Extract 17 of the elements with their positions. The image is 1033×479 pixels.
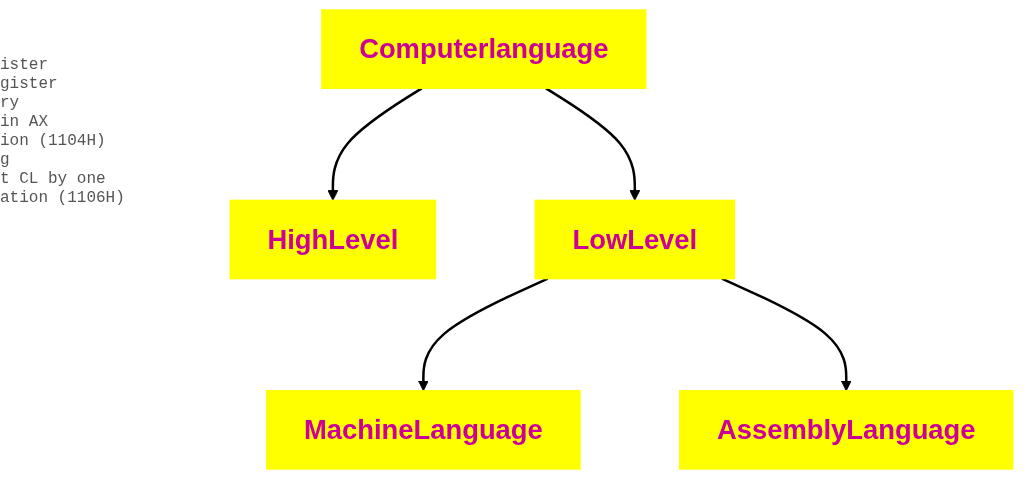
node-box: Computerlanguage: [321, 9, 647, 89]
node-box: HighLevel: [229, 199, 437, 280]
code-line: ry: [0, 94, 20, 113]
code-line: ister: [0, 56, 48, 75]
code-line: gister: [0, 75, 58, 94]
code-line: t CL by one: [0, 170, 106, 189]
node-box: MachineLanguage: [266, 390, 581, 470]
node-box: LowLevel: [534, 199, 736, 280]
code-line: ation (1106H): [0, 189, 125, 208]
arrow: [417, 277, 549, 392]
code-line: in AX: [0, 113, 48, 132]
arrow: [545, 87, 641, 201]
arrow: [327, 87, 423, 201]
arrow: [721, 277, 852, 392]
code-line: g: [0, 151, 10, 170]
node-box: AssemblyLanguage: [679, 390, 1014, 470]
code-line: ion (1104H): [0, 132, 106, 151]
